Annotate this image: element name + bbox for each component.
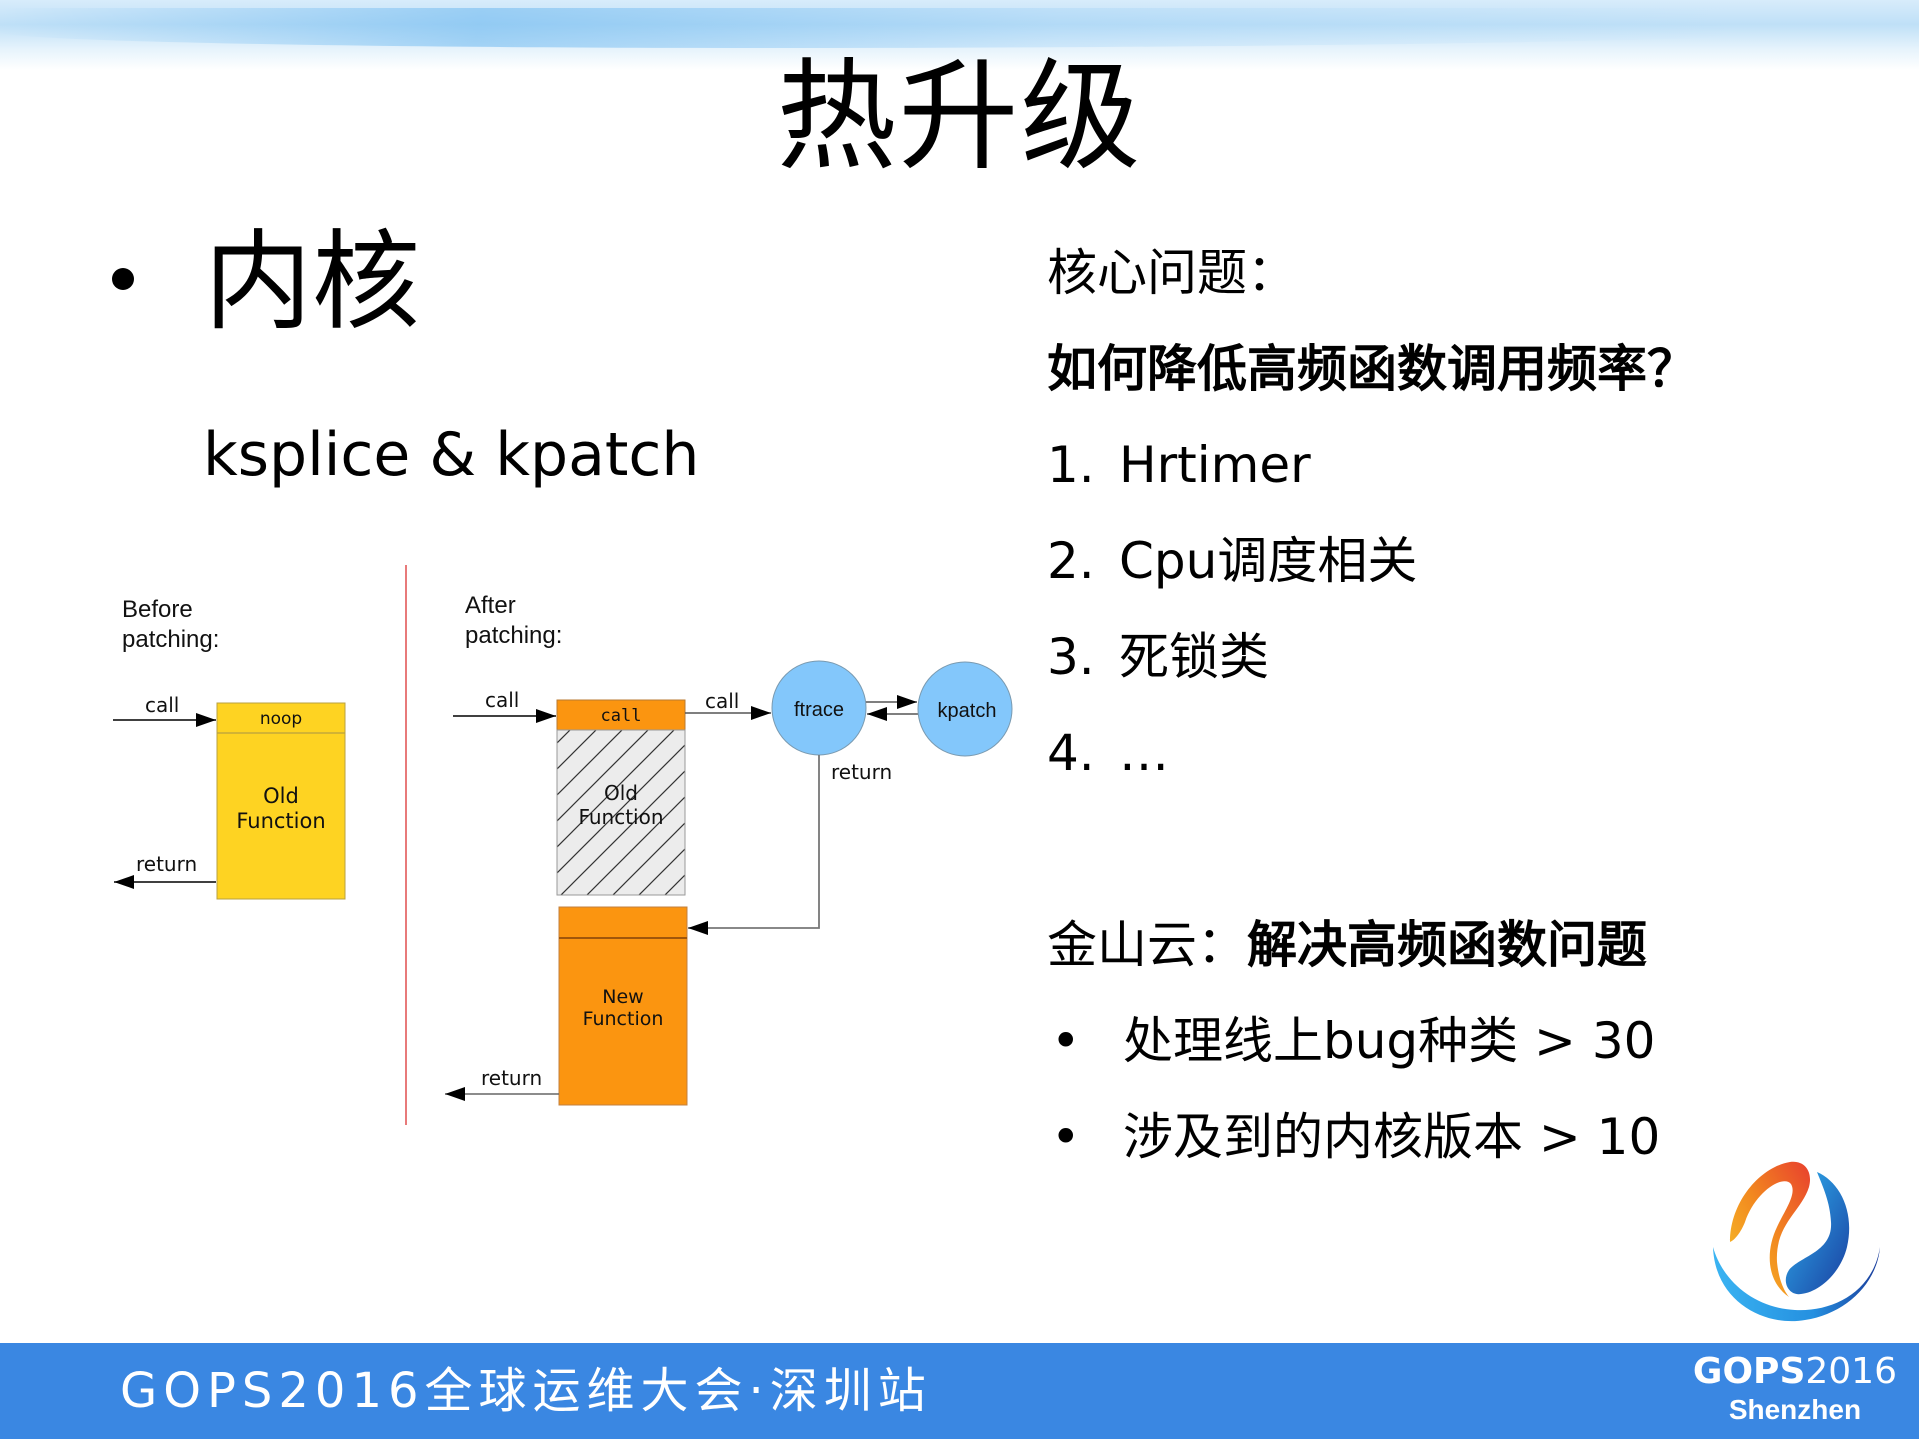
company-line: 金山云：解决高频函数问题 xyxy=(1047,897,1867,993)
list-number: 1. xyxy=(1047,436,1095,494)
list-text: 死锁类 xyxy=(1119,628,1269,686)
before-label-line1: Before xyxy=(122,596,193,623)
list-text: Cpu调度相关 xyxy=(1119,532,1418,590)
core-question: 如何降低高频函数调用频率？ xyxy=(1047,340,1697,398)
ftrace-label: ftrace xyxy=(794,699,844,721)
brand-name: GOPS xyxy=(1692,1351,1806,1392)
footer-event-text: GOPS2016全球运维大会·深圳站 xyxy=(120,1363,932,1419)
list-item: 3. 死锁类 xyxy=(1047,609,1867,705)
spacer xyxy=(1047,801,1867,897)
list-number: 2. xyxy=(1047,532,1095,590)
list-item: 4. … xyxy=(1047,705,1867,801)
after-old-line2: Function xyxy=(578,805,663,829)
list-number: 4. xyxy=(1047,724,1095,782)
bullet-dot-icon xyxy=(112,268,134,291)
slide-title: 热升级 xyxy=(776,48,1143,187)
bullet-dot-icon: • xyxy=(1051,1108,1081,1166)
after-call-out-label: call xyxy=(705,689,739,713)
footer-bar: GOPS2016全球运维大会·深圳站 GOPS2016 Shenzhen xyxy=(0,1343,1919,1439)
new-return-label: return xyxy=(481,1066,542,1090)
ftrace-return-label: return xyxy=(831,760,892,784)
after-label-line1: After xyxy=(465,592,516,619)
bullet-heading: 内核 xyxy=(112,218,420,348)
before-old-line1: Old xyxy=(263,784,299,808)
top-banner xyxy=(0,0,1919,70)
list-text: Hrtimer xyxy=(1119,436,1311,494)
before-old-function-box xyxy=(216,702,346,900)
before-old-line2: Function xyxy=(236,809,325,833)
heading-text: 内核 xyxy=(204,220,421,345)
right-column: 核心问题： 如何降低高频函数调用频率？ 1.Hrtimer 2.Cpu调度相关 … xyxy=(1047,225,1867,1185)
before-call-label: call xyxy=(145,693,179,717)
after-old-function-hatched xyxy=(556,729,686,896)
brand-year: 2016 xyxy=(1805,1351,1897,1392)
ftrace-return-arrow xyxy=(688,755,820,935)
before-label-line2: patching: xyxy=(122,626,219,653)
core-issue-label: 核心问题： xyxy=(1047,244,1297,302)
after-old-line1: Old xyxy=(604,781,638,805)
list-item: 2. Cpu调度相关 xyxy=(1047,513,1867,609)
list-text: … xyxy=(1119,724,1169,782)
kpatch-node xyxy=(917,661,1013,757)
bullet-item: • 处理线上bug种类 > 30 xyxy=(1047,993,1867,1089)
bullet-text: 处理线上bug种类 > 30 xyxy=(1123,1012,1656,1070)
bullet-item: • 涉及到的内核版本 > 10 xyxy=(1047,1089,1867,1185)
after-patching-group: After patching: call call Old Function c… xyxy=(445,592,1013,1106)
kpatch-label: kpatch xyxy=(938,700,997,722)
list-item: 1. Hrtimer xyxy=(1047,417,1867,513)
new-function-box xyxy=(558,906,688,1106)
bullet-text: 涉及到的内核版本 > 10 xyxy=(1123,1108,1661,1166)
brand-city: Shenzhen xyxy=(1728,1394,1862,1425)
company-statement: 解决高频函数问题 xyxy=(1247,916,1647,974)
before-return-label: return xyxy=(136,852,197,876)
gops-logo-icon xyxy=(1713,1161,1880,1322)
footer-brand: GOPS2016 Shenzhen xyxy=(1693,1351,1897,1427)
new-line1: New xyxy=(602,986,643,1008)
bullet-dot-icon: • xyxy=(1051,1012,1081,1070)
new-line2: Function xyxy=(583,1008,664,1030)
after-label-line2: patching: xyxy=(465,622,562,649)
after-call-header-label: call xyxy=(601,706,642,726)
before-patching-group: Before patching: call noop Old Function … xyxy=(113,596,346,900)
after-call-in-label: call xyxy=(485,688,519,712)
list-number: 3. xyxy=(1047,628,1095,686)
subheading: ksplice & kpatch xyxy=(203,420,700,490)
after-call-header xyxy=(556,699,686,731)
before-noop-label: noop xyxy=(260,709,302,729)
company-label: 金山云： xyxy=(1047,916,1247,974)
